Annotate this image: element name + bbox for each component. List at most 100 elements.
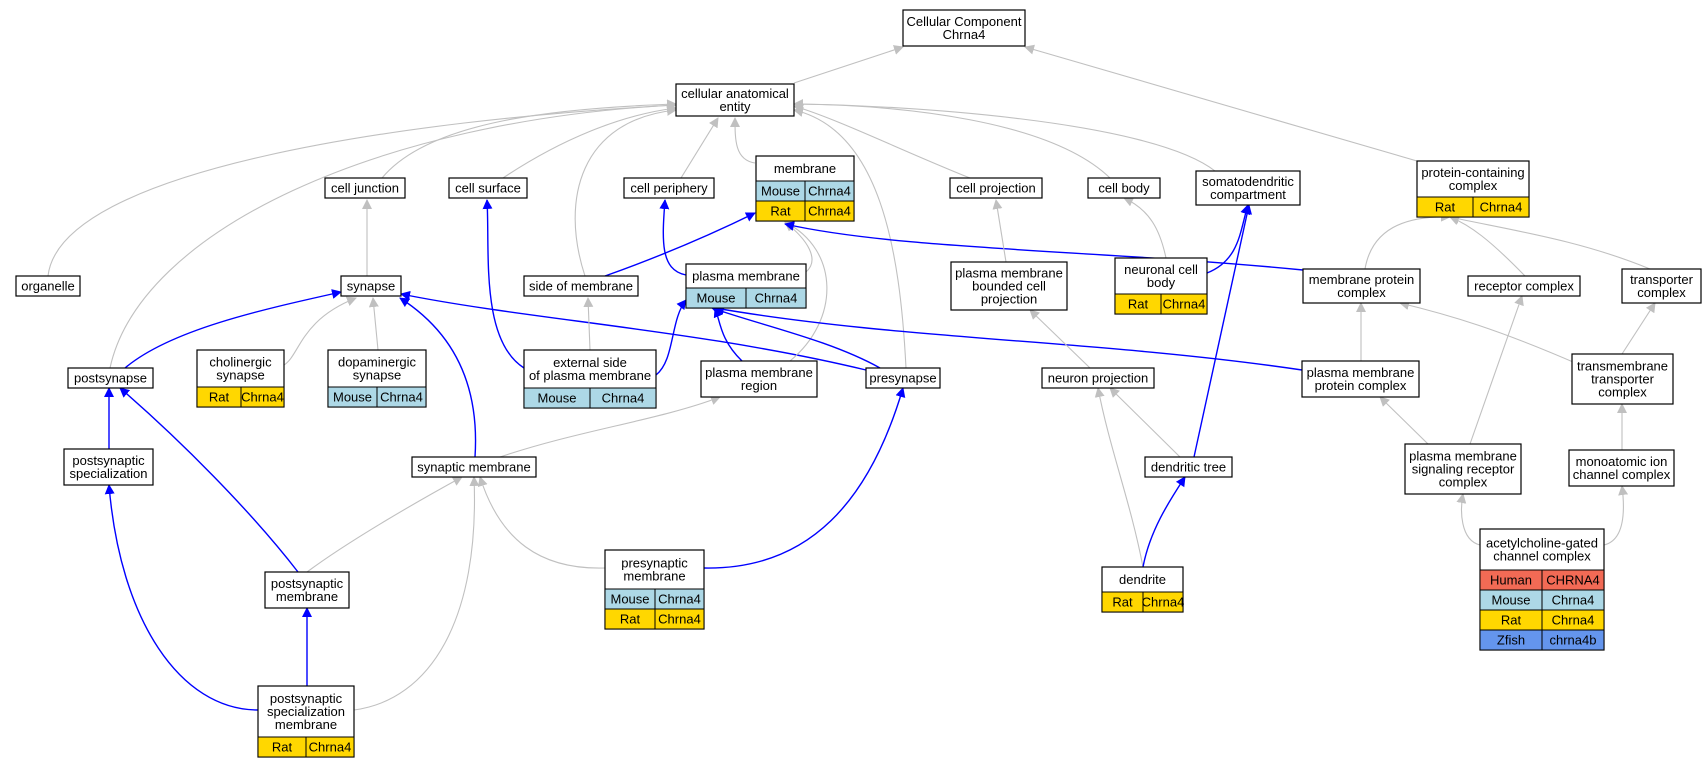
edge-tm-transporter-to-transporter-complex bbox=[1621, 302, 1656, 355]
gene-cell bbox=[240, 386, 285, 408]
node-label: complex bbox=[1337, 285, 1386, 300]
gene-label: Chrna4 bbox=[1552, 613, 1595, 628]
node-label: postsynaptic bbox=[271, 576, 344, 591]
node-label: projection bbox=[981, 292, 1037, 307]
node-postsynapse[interactable]: postsynapse bbox=[67, 367, 154, 389]
node-label: cell surface bbox=[455, 181, 521, 196]
node-box bbox=[411, 456, 537, 478]
edge-pmbcp-to-cell-projection bbox=[992, 199, 1007, 263]
node-label: synapse bbox=[353, 368, 401, 383]
node-cell-surface[interactable]: cell surface bbox=[448, 177, 528, 199]
node-box bbox=[1302, 268, 1421, 304]
node-label: transporter bbox=[1591, 372, 1655, 387]
node-label: complex bbox=[1598, 385, 1647, 400]
edge-postsyn-membrane-to-synaptic-membrane bbox=[306, 476, 463, 573]
node-receptor-complex[interactable]: receptor complex bbox=[1467, 275, 1581, 297]
species-label: Mouse bbox=[537, 391, 576, 406]
edge-postsynapse-to-cae bbox=[109, 100, 677, 369]
edge-dendritic-tree-to-somatodendritic bbox=[1193, 204, 1252, 458]
edge-membrane-protein-complex-to-membrane bbox=[784, 221, 1304, 271]
node-presynapse[interactable]: presynapse bbox=[865, 367, 941, 389]
node-label: body bbox=[1147, 275, 1176, 290]
node-label: channel complex bbox=[1493, 549, 1591, 564]
edge-achr-to-monoatomic bbox=[1603, 485, 1629, 546]
node-synapse[interactable]: synapse bbox=[340, 275, 402, 297]
node-label: signaling receptor bbox=[1412, 462, 1515, 477]
node-box bbox=[15, 275, 81, 297]
node-label: postsynaptic bbox=[72, 453, 145, 468]
species-label: Zfish bbox=[1497, 633, 1525, 648]
node-label: plasma membrane bbox=[705, 365, 813, 380]
gene-label: Chrna4 bbox=[309, 740, 352, 755]
species-label: Mouse bbox=[333, 390, 372, 405]
node-side-membrane[interactable]: side of membrane bbox=[523, 275, 639, 297]
node-organelle[interactable]: organelle bbox=[15, 275, 81, 297]
node-label: external side bbox=[553, 355, 627, 370]
edge-cell-projection-to-cae bbox=[793, 103, 971, 179]
edge-pcc-to-root bbox=[1024, 44, 1418, 162]
gene-cell bbox=[1142, 591, 1184, 613]
edge-dendrite-to-dendritic-tree bbox=[1142, 476, 1186, 568]
gene-cell bbox=[1541, 629, 1605, 651]
gene-label: Chrna4 bbox=[658, 592, 701, 607]
node-box bbox=[949, 177, 1043, 199]
edge-side-membrane-to-membrane bbox=[604, 212, 756, 277]
node-synaptic-membrane[interactable]: synaptic membrane bbox=[411, 456, 537, 478]
node-label: region bbox=[741, 378, 777, 393]
species-label: Mouse bbox=[761, 184, 800, 199]
node-label: cell body bbox=[1098, 181, 1150, 196]
node-cell-periphery[interactable]: cell periphery bbox=[623, 177, 715, 199]
node-label: membrane protein bbox=[1309, 272, 1415, 287]
node-label: channel complex bbox=[1573, 467, 1671, 482]
node-label: organelle bbox=[21, 279, 75, 294]
edge-pm-region-to-membrane bbox=[784, 221, 828, 362]
gene-label: Chrna4 bbox=[808, 184, 851, 199]
node-label: plasma membrane bbox=[1307, 365, 1415, 380]
node-box bbox=[448, 177, 528, 199]
node-cell-junction[interactable]: cell junction bbox=[324, 177, 406, 199]
gene-label: chrna4b bbox=[1550, 633, 1597, 648]
node-label: membrane bbox=[275, 717, 337, 732]
node-box bbox=[902, 9, 1026, 47]
species-label: Rat bbox=[209, 390, 230, 405]
node-neuron-projection[interactable]: neuron projection bbox=[1041, 367, 1155, 389]
gene-label: Chrna4 bbox=[241, 390, 284, 405]
node-label: monoatomic ion bbox=[1576, 454, 1668, 469]
gene-cell bbox=[589, 387, 657, 409]
node-box bbox=[264, 571, 350, 609]
node-dendritic-tree[interactable]: dendritic tree bbox=[1144, 456, 1233, 478]
node-cell-body[interactable]: cell body bbox=[1087, 177, 1161, 199]
node-box bbox=[675, 83, 795, 117]
node-label: membrane bbox=[774, 161, 836, 176]
gene-cell bbox=[745, 287, 807, 309]
node-label: entity bbox=[719, 99, 751, 114]
edge-postsynapse-to-synapse bbox=[124, 289, 342, 369]
node-label: neuron projection bbox=[1048, 371, 1148, 386]
node-cell-projection[interactable]: cell projection bbox=[949, 177, 1043, 199]
